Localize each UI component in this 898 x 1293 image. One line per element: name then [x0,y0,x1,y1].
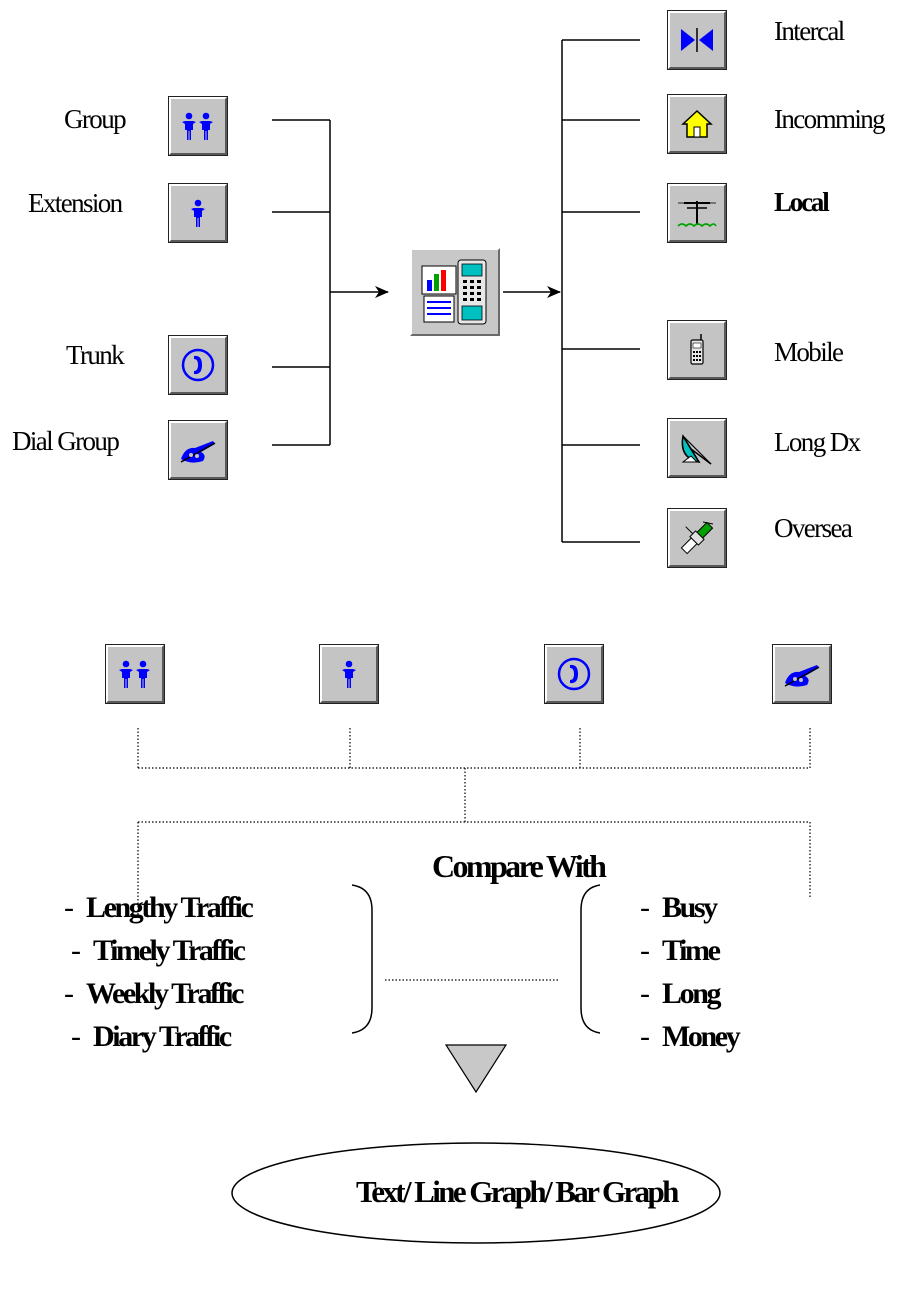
phone-report-hub-icon[interactable] [410,248,500,336]
label-dial-group: Dial Group [12,426,120,456]
intercal-icon[interactable] [667,10,727,70]
left-group-bracket [351,884,373,1034]
output-oval [231,1142,721,1244]
satellite-icon[interactable] [667,508,727,568]
extension-icon[interactable] [319,644,379,704]
label-extension: Extension [28,188,123,218]
label-local: Local [774,187,830,217]
group-icon[interactable] [168,96,228,156]
satellite-dish-icon[interactable] [667,418,727,478]
label-trunk: Trunk [66,340,125,370]
group-icon[interactable] [105,644,165,704]
list-item: -Busy [640,891,718,924]
traffic-type-list: -Lengthy Traffic -Timely Traffic -Weekly… [64,886,254,1058]
label-mobile: Mobile [774,337,844,367]
label-oversea: Oversea [774,513,853,543]
house-icon[interactable] [667,94,727,154]
label-long-dx: Long Dx [774,427,861,457]
dotted-connectors [137,728,811,981]
label-group: Group [64,104,127,134]
down-triangle [444,1044,508,1094]
output-label: Text/ Line Graph/ Bar Graph [356,1174,679,1209]
trunk-phone-icon[interactable] [168,335,228,395]
list-item: -Lengthy Traffic [64,891,254,924]
list-item: -Money [640,1020,741,1053]
measure-list: -Busy -Time -Long -Money [640,886,741,1058]
label-incomming: Incomming [774,104,886,134]
right-group-bracket [580,884,601,1034]
right-bracket-lines [561,39,640,543]
left-bracket-lines [272,119,331,446]
telephone-pole-icon[interactable] [667,183,727,243]
list-item: -Diary Traffic [71,1020,232,1053]
dial-group-icon[interactable] [772,644,832,704]
extension-icon[interactable] [168,183,228,243]
label-intercal: Intercal [774,16,845,46]
list-item: -Timely Traffic [71,934,246,967]
list-item: -Time [640,934,721,967]
compare-heading: Compare With [432,848,607,884]
list-item: -Weekly Traffic [64,977,244,1010]
trunk-phone-icon[interactable] [544,644,604,704]
mobile-phone-icon[interactable] [667,320,727,380]
dial-group-icon[interactable] [168,420,228,480]
list-item: -Long [640,977,722,1010]
